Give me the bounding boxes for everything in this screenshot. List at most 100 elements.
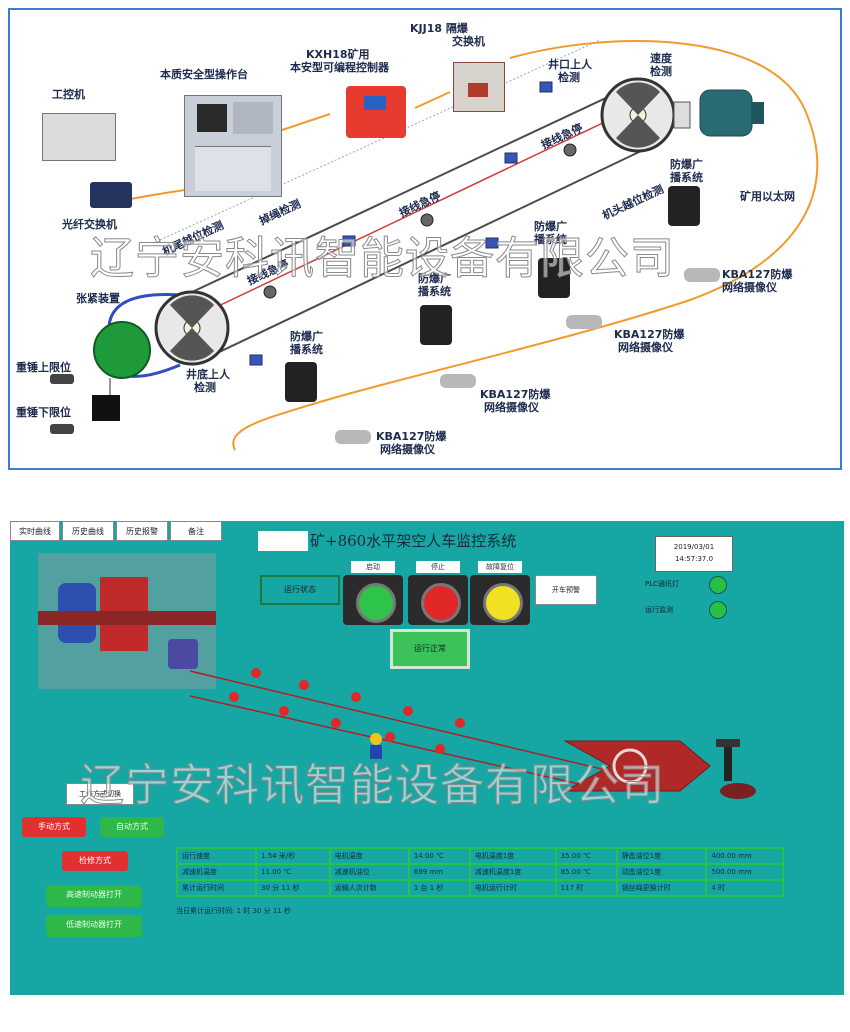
stop-lamp-button[interactable]: [408, 575, 468, 625]
camera-2-icon: [566, 315, 602, 329]
auto-mode-button[interactable]: 自动方式: [100, 817, 164, 837]
daily-runtime-note: 当日累计运行时间: 1 时 30 分 11 秒: [176, 907, 291, 915]
start-alarm-button[interactable]: 开车预警: [535, 575, 597, 605]
start-lamp-button[interactable]: [343, 575, 403, 625]
stop-lamp-title: 停止: [416, 561, 460, 573]
tension-drum: [93, 321, 151, 379]
upper-limit-sensor-icon: [50, 374, 74, 384]
page-title: 矿+860水平架空人车监控系统: [310, 532, 517, 550]
start-lamp-title: 启动: [351, 561, 395, 573]
table-param-value: 1 台 1 秒: [407, 879, 471, 897]
table-param-label: 运行速度: [175, 847, 258, 865]
table-param-value: 4 时: [705, 879, 784, 897]
tab-history-alarm[interactable]: 历史报警: [116, 521, 168, 541]
label-ethernet: 矿用以太网: [740, 190, 795, 203]
broadcast-speaker-3-icon: [538, 258, 570, 298]
broadcast-speaker-4-icon: [668, 186, 700, 226]
camera-4-icon: [335, 430, 371, 444]
plc-comm-indicator: [709, 576, 727, 594]
watermark-top: 辽宁安科讯智能设备有限公司: [90, 233, 675, 285]
console-icon: [184, 95, 282, 197]
label-broadcast-2-line1: 防爆广: [418, 272, 451, 285]
head-station-model: [38, 553, 216, 689]
table-param-label: 累计运行时间: [175, 879, 258, 897]
rope-lower: [191, 141, 661, 366]
link-plc-switch: [414, 91, 451, 109]
label-weight-upper: 重锤上限位: [16, 361, 71, 374]
signal-line-grey: [159, 39, 601, 241]
tab-history-curve[interactable]: 历史曲线: [62, 521, 114, 541]
label-camera-1-line1: KBA127防爆: [722, 268, 793, 281]
label-well-bottom-line2: 检测: [194, 381, 216, 394]
signal-line-red: [209, 109, 631, 311]
label-broadcast-4-line1: 防爆广: [670, 158, 703, 171]
camera-3-icon: [440, 374, 476, 388]
system-diagram: 工控机 本质安全型操作台 KXH18矿用 本安型可编程控制器 KJJ18 隔爆 …: [8, 8, 842, 470]
label-broadcast-3-line1: 防爆广: [534, 220, 567, 233]
table-param-value: 500.00 mm: [705, 863, 784, 881]
table-param-value: 11.00 ℃: [255, 863, 331, 881]
label-camera-4-line1: KBA127防爆: [376, 430, 447, 443]
fiber-switch-icon: [90, 182, 132, 208]
estop-node-2: [420, 213, 434, 227]
plc-comm-label: PLC通讯灯: [645, 580, 680, 588]
label-broadcast-1-line1: 防爆广: [290, 330, 323, 343]
motor-icon: [673, 89, 764, 137]
label-well-top-line2: 检测: [558, 71, 580, 84]
table-param-value: 699 mm: [407, 863, 471, 881]
table-param-value: 117 时: [554, 879, 618, 897]
table-param-label: 电机温度: [328, 847, 410, 865]
low-speed-brake-button[interactable]: 低速制动器打开: [46, 915, 142, 937]
rope-upper: [189, 81, 641, 294]
overhaul-mode-button[interactable]: 检修方式: [62, 851, 128, 871]
label-broadcast-2-line2: 播系统: [418, 285, 451, 298]
well-bottom-sensor: [249, 354, 263, 366]
tab-realtime-curve[interactable]: 实时曲线: [10, 521, 60, 541]
table-param-value: 400.00 mm: [705, 847, 784, 865]
industrial-pc-icon: [42, 113, 116, 161]
ethernet-link: [232, 40, 819, 451]
state-display: 运行正常: [390, 629, 470, 669]
manual-mode-button[interactable]: 手动方式: [22, 817, 86, 837]
head-wheel: [600, 77, 676, 153]
label-broadcast-1-line2: 播系统: [290, 343, 323, 356]
estop-node-3: [563, 143, 577, 157]
table-param-value: 35.00 ℃: [554, 847, 618, 865]
high-speed-brake-button[interactable]: 高速制动器打开: [46, 885, 142, 907]
rope-animation: [189, 668, 756, 799]
table-param-label: 静态油位1度: [615, 847, 708, 865]
table-param-label: 减速机温度1度: [468, 863, 557, 881]
sensor-3: [504, 152, 518, 164]
label-industrial-pc: 工控机: [52, 88, 85, 101]
tab-notes[interactable]: 备注: [170, 521, 222, 541]
table-param-value: 85.00 ℃: [554, 863, 618, 881]
work-mode-button[interactable]: 工作方式切换: [66, 783, 134, 805]
label-camera-2-line2: 网络摄像仪: [618, 341, 673, 354]
label-switch-line1: KJJ18 隔爆: [410, 22, 468, 35]
counterweight: [92, 395, 120, 421]
sensor-2: [342, 235, 356, 247]
table-param-label: 电机运行计时: [468, 879, 557, 897]
label-well-bottom-line1: 井底上人: [186, 368, 230, 381]
label-camera-3-line2: 网络摄像仪: [484, 401, 539, 414]
table-param-label: 减速机温度: [175, 863, 258, 881]
tail-wheel: [154, 290, 230, 366]
hmi-screen: 实时曲线 历史曲线 历史报警 备注 矿+860水平架空人车监控系统 2019/0…: [10, 521, 844, 995]
label-camera-2-line1: KBA127防爆: [614, 328, 685, 341]
date-text: 2019/03/01: [673, 543, 715, 551]
table-param-label: 动态油位1度: [615, 863, 708, 881]
reset-lamp-button[interactable]: [470, 575, 530, 625]
label-speed-line2: 检测: [650, 65, 672, 78]
run-monitor-label: 运行监测: [645, 606, 673, 614]
label-console: 本质安全型操作台: [160, 68, 248, 81]
table-param-label: 减速机油位: [328, 863, 410, 881]
mine-name-box: [258, 531, 308, 551]
table-param-label: 钢丝绳更换计时: [615, 879, 708, 897]
run-state-box: 运行状态: [260, 575, 340, 605]
run-monitor-indicator: [709, 601, 727, 619]
label-camera-3-line1: KBA127防爆: [480, 388, 551, 401]
